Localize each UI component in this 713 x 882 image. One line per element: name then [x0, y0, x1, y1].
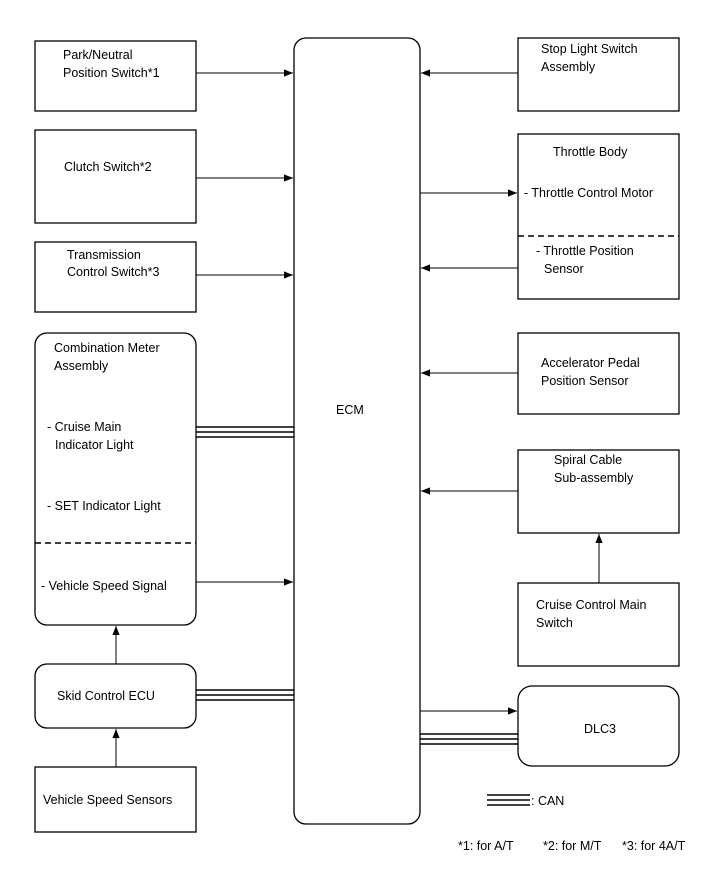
footnote-1: *1: for A/T	[458, 839, 514, 853]
cruise-main-indicator-label-2: Indicator Light	[55, 438, 134, 452]
accelerator-pedal-sensor-box	[517, 332, 680, 415]
combination-meter-title-2: Assembly	[54, 359, 109, 373]
throttle-body-title: Throttle Body	[553, 145, 628, 159]
ecm-label: ECM	[336, 403, 364, 417]
cruise-main-indicator-label-1: - Cruise Main	[47, 420, 121, 434]
throttle-position-label-2: Sensor	[544, 262, 584, 276]
stop-light-switch-box	[517, 37, 680, 112]
spiral-cable-label-1: Spiral Cable	[554, 453, 622, 467]
park-neutral-label-1: Park/Neutral	[63, 48, 132, 62]
stop-light-label-1: Stop Light Switch	[541, 42, 638, 56]
clutch-switch-label: Clutch Switch*2	[64, 160, 152, 174]
transmission-label-2: Control Switch*3	[67, 265, 159, 279]
vehicle-speed-sensors-box	[34, 766, 197, 833]
dlc3-box	[517, 685, 680, 767]
skid-control-ecu-label: Skid Control ECU	[57, 689, 155, 703]
dlc3-label: DLC3	[584, 722, 616, 736]
spiral-cable-box	[517, 449, 680, 534]
footnote-3: *3: for 4A/T	[622, 839, 686, 853]
throttle-position-label-1: - Throttle Position	[536, 244, 634, 258]
throttle-control-motor-label: - Throttle Control Motor	[524, 186, 653, 200]
can-legend-label: : CAN	[531, 794, 564, 808]
combination-meter-box	[34, 332, 197, 626]
vehicle-speed-sensors-label: Vehicle Speed Sensors	[43, 793, 172, 807]
cruise-control-main-switch-box	[517, 582, 680, 667]
spiral-cable-label-2: Sub-assembly	[554, 471, 634, 485]
ecm-box	[293, 37, 421, 825]
combination-meter-title-1: Combination Meter	[54, 341, 160, 355]
set-indicator-label: - SET Indicator Light	[47, 499, 161, 513]
cruise-switch-label-1: Cruise Control Main	[536, 598, 647, 612]
park-neutral-switch-box	[34, 40, 197, 112]
transmission-label-1: Transmission	[67, 248, 141, 262]
park-neutral-label-2: Position Switch*1	[63, 66, 160, 80]
throttle-body-box	[517, 133, 680, 300]
vehicle-speed-signal-label: - Vehicle Speed Signal	[41, 579, 167, 593]
cruise-switch-label-2: Switch	[536, 616, 573, 630]
accelerator-label-1: Accelerator Pedal	[541, 356, 640, 370]
transmission-switch-box	[34, 241, 197, 313]
footnote-2: *2: for M/T	[543, 839, 602, 853]
accelerator-label-2: Position Sensor	[541, 374, 629, 388]
clutch-switch-box	[34, 129, 197, 224]
stop-light-label-2: Assembly	[541, 60, 596, 74]
